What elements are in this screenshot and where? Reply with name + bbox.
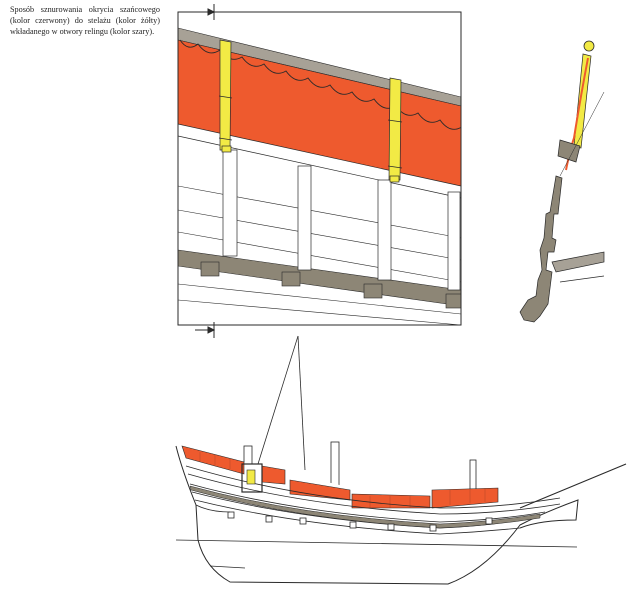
detail-posts — [222, 149, 461, 291]
ship-red-covering — [181, 445, 499, 509]
detail-yellow-frame — [219, 39, 402, 183]
caption-text: Sposób sznurowania okrycia szańcowego (k… — [10, 5, 160, 36]
ship-elevation — [175, 441, 627, 585]
ship-gunports — [227, 511, 493, 532]
callout-leader — [257, 335, 306, 471]
detail-panel — [177, 4, 462, 338]
detail-frame — [177, 11, 462, 326]
ship-bowsprit — [519, 463, 627, 509]
section-marker-bottom — [195, 322, 216, 338]
detail-wale — [178, 249, 461, 307]
section-marker-top — [195, 4, 216, 20]
detail-lashings — [218, 95, 403, 169]
ship-wale-band — [189, 485, 541, 529]
cross-section — [519, 40, 605, 323]
ship-keel — [175, 504, 578, 569]
ship-detail-box — [241, 463, 263, 493]
detail-blocks — [200, 261, 461, 309]
